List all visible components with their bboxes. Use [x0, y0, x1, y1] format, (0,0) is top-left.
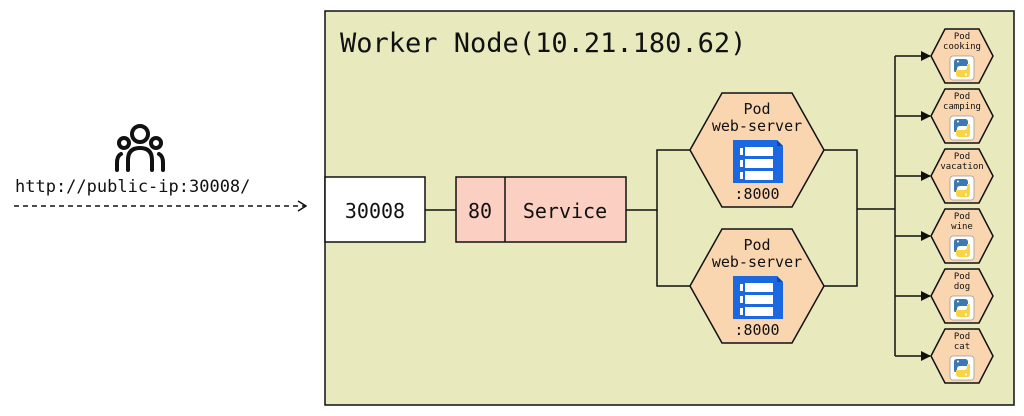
web-pod-kind: Pod [743, 100, 770, 118]
web-pod-kind: Pod [743, 236, 770, 254]
web-pod: Pod web-server :8000 [689, 92, 825, 208]
app-pod-name: vacation [940, 162, 983, 172]
app-pod-name: cooking [943, 42, 981, 52]
app-pod-kind: Pod [954, 272, 970, 282]
app-pod-camping: Pod camping [930, 88, 994, 144]
app-pod-kind: Pod [954, 32, 970, 42]
public-url-label: http://public-ip:30008/ [15, 177, 250, 197]
python-icon [949, 55, 975, 81]
app-pod-kind: Pod [954, 92, 970, 102]
nodeport-label: 30008 [345, 199, 405, 223]
app-pod-dog: Pod dog [930, 268, 994, 324]
app-pod-kind: Pod [954, 332, 970, 342]
app-pod-vacation: Pod vacation [930, 148, 994, 204]
service-port: 80 [468, 199, 492, 223]
app-pod-wine: Pod wine [930, 208, 994, 264]
app-pod-kind: Pod [954, 152, 970, 162]
pods-merge-connectors [824, 56, 896, 356]
worker-node-title: Worker Node(10.21.180.62) [340, 28, 746, 59]
python-icon [949, 355, 975, 381]
users-icon [115, 124, 165, 172]
web-pod: Pod web-server :8000 [689, 228, 825, 344]
python-icon [949, 175, 975, 201]
app-pod-cooking: Pod cooking [930, 28, 994, 84]
app-pod-name: wine [951, 222, 973, 232]
worker-node-box [324, 10, 1015, 406]
app-pod-kind: Pod [954, 212, 970, 222]
python-icon [949, 235, 975, 261]
python-icon [949, 115, 975, 141]
web-pod-port: :8000 [734, 321, 779, 339]
app-pod-cat: Pod cat [930, 328, 994, 384]
python-icon [949, 295, 975, 321]
service-to-pods-connectors [626, 149, 690, 287]
app-pod-name: dog [954, 282, 970, 292]
app-pod-name: cat [954, 342, 970, 352]
server-stack-icon [733, 140, 783, 183]
app-pod-name: camping [943, 102, 981, 112]
web-pod-port: :8000 [734, 185, 779, 203]
service-label: Service [523, 199, 607, 223]
service-box [455, 176, 627, 243]
web-pod-name: web-server [712, 117, 802, 135]
app-pod-arrows [895, 51, 931, 361]
server-stack-icon [733, 276, 783, 319]
web-pod-name: web-server [712, 253, 802, 271]
